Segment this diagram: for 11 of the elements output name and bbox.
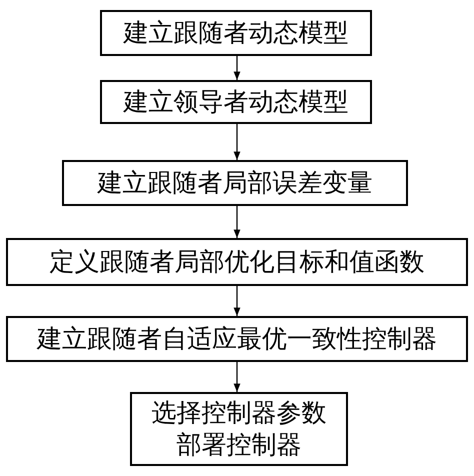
arrow bbox=[234, 124, 240, 160]
process-box: 建立跟随者自适应最优一致性控制器 bbox=[6, 316, 468, 362]
process-box: 选择控制器参数部署控制器 bbox=[130, 392, 348, 466]
arrow bbox=[234, 286, 240, 316]
process-box: 建立跟随者局部误差变量 bbox=[62, 160, 408, 206]
process-box: 建立领导者动态模型 bbox=[100, 80, 372, 124]
arrow bbox=[234, 56, 240, 80]
process-box: 建立跟随者动态模型 bbox=[100, 10, 372, 56]
arrow bbox=[234, 362, 240, 392]
arrow bbox=[234, 206, 240, 238]
process-box: 定义跟随者局部优化目标和值函数 bbox=[6, 238, 468, 286]
